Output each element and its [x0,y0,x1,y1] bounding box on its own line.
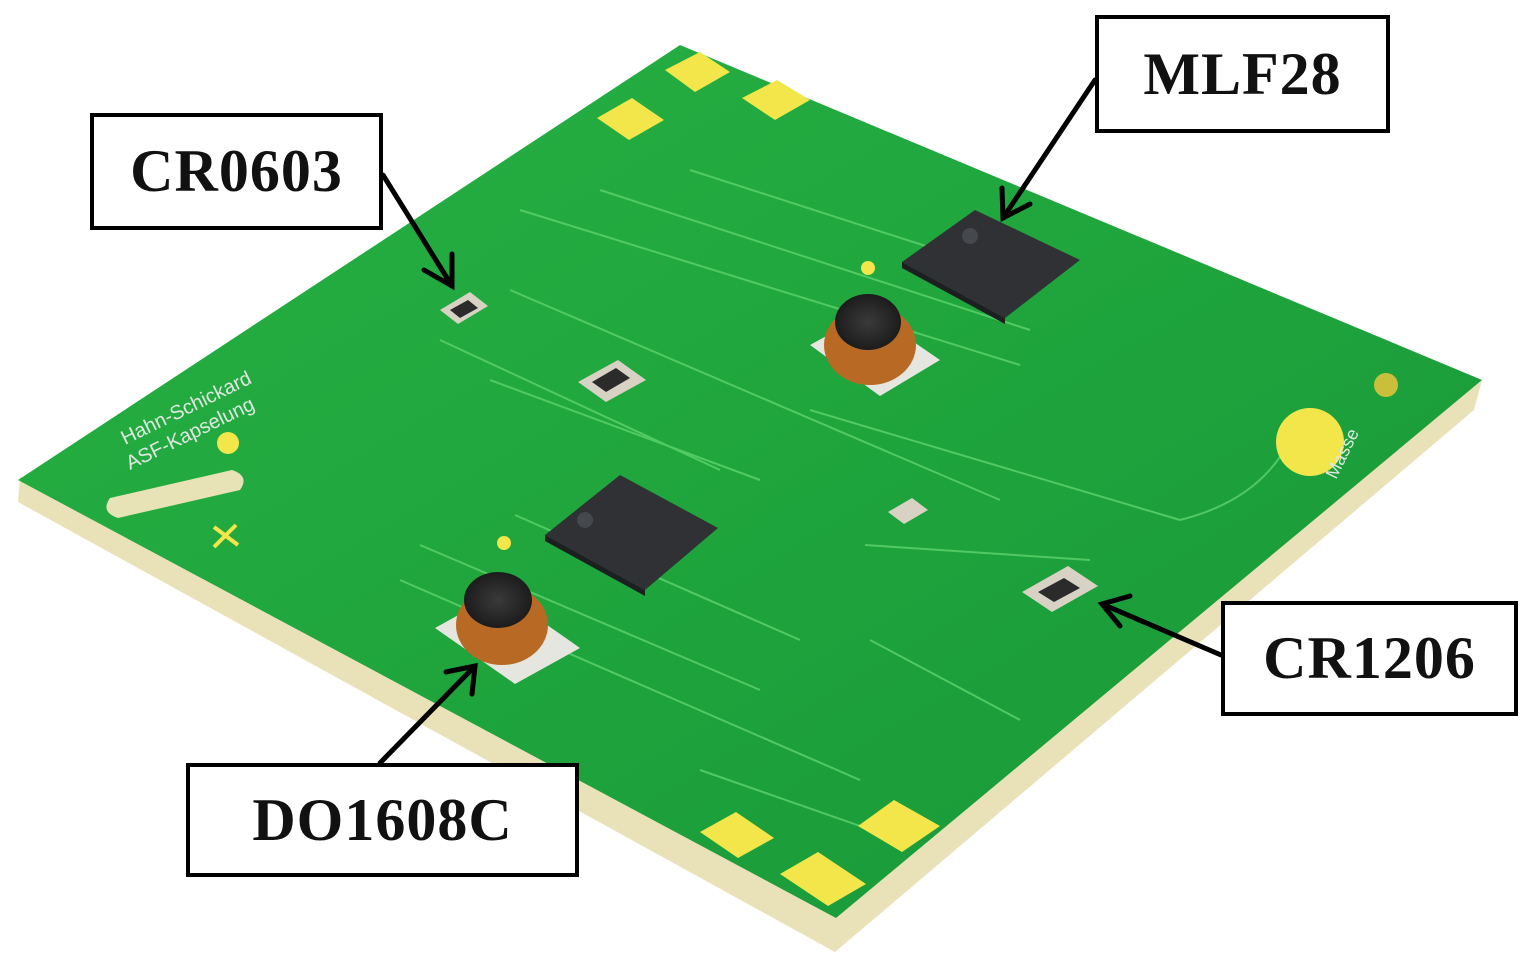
label-do1608c: DO1608C [186,763,579,877]
resistors [440,292,1098,612]
mlf28-chip [902,210,1080,324]
corner-pads [217,52,1398,906]
label-cr0603-text: CR0603 [130,138,343,204]
board-traces [399,169,1291,841]
board-surface [18,45,1482,918]
inductor-top [810,294,940,396]
callout-arrows [377,77,1224,766]
label-mlf28: MLF28 [1095,15,1390,133]
arrow-mlf28 [1000,77,1098,221]
arrow-do1608c [377,663,478,766]
arrow-cr1206 [1099,601,1224,658]
label-mlf28-text: MLF28 [1143,40,1342,107]
label-cr1206-text: CR1206 [1263,625,1476,691]
slot [106,470,244,518]
fiducial-mark [212,523,240,549]
label-cr1206: CR1206 [1221,601,1518,716]
label-cr0603: CR0603 [90,113,383,230]
arrow-cr0603 [380,172,455,289]
inductor-bottom [435,572,580,684]
qfn-chip [545,475,718,596]
label-do1608c-text: DO1608C [252,786,513,853]
